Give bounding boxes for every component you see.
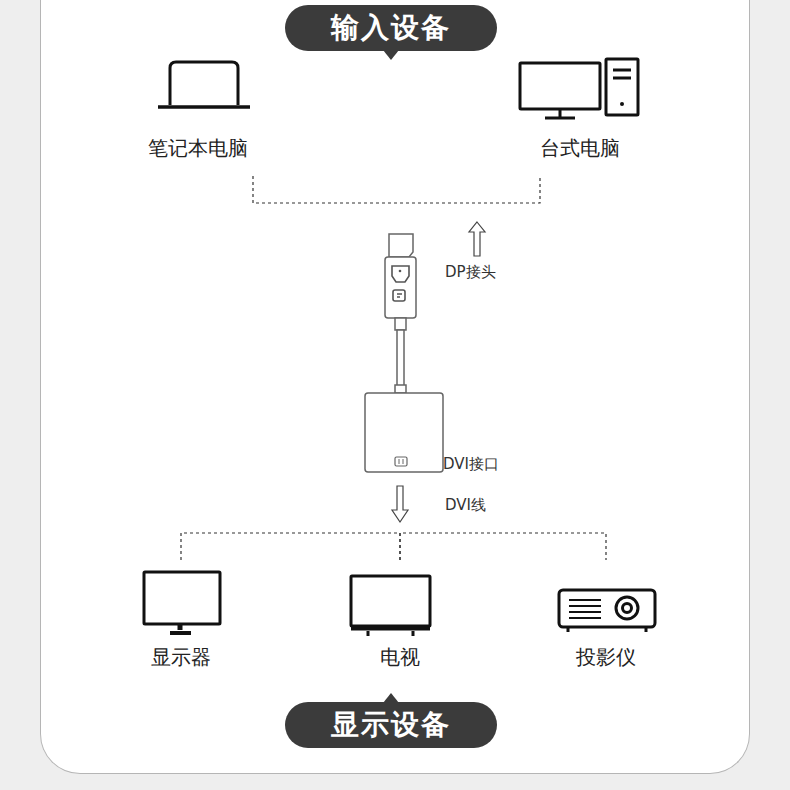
flow-arrow [392,486,408,522]
laptop-icon [158,62,250,107]
dp-plug [365,234,443,472]
device-node: 投影仪 [546,560,666,675]
dashed-connector [253,176,540,203]
dashed-connector [181,533,400,560]
monitor-icon [144,572,220,633]
flow-arrow [469,222,485,256]
device-label: 电视 [380,645,420,669]
part-label: DVI线 [445,496,486,514]
device-node: 电视 [340,560,460,675]
category-pill: 显示设备 [285,702,497,748]
device-node: 笔记本电脑 [140,55,256,176]
pill-text: 显示设备 [331,706,451,744]
part-label: DP接头 [445,263,496,281]
device-label: 台式电脑 [540,136,620,160]
tv-icon [351,576,430,636]
device-label: 投影仪 [576,645,636,669]
pointer-triangle [383,50,399,60]
device-node: 台式电脑 [530,55,630,176]
category-pill: 输入设备 [285,5,497,51]
device-node: 显示器 [121,560,241,675]
part-label: DVI接口 [443,455,499,473]
desktop-icon [520,59,638,118]
dashed-connector [400,533,606,560]
device-label: 显示器 [151,645,211,669]
pill-text: 输入设备 [331,9,451,47]
projector-icon [559,590,655,632]
device-label: 笔记本电脑 [148,136,248,160]
